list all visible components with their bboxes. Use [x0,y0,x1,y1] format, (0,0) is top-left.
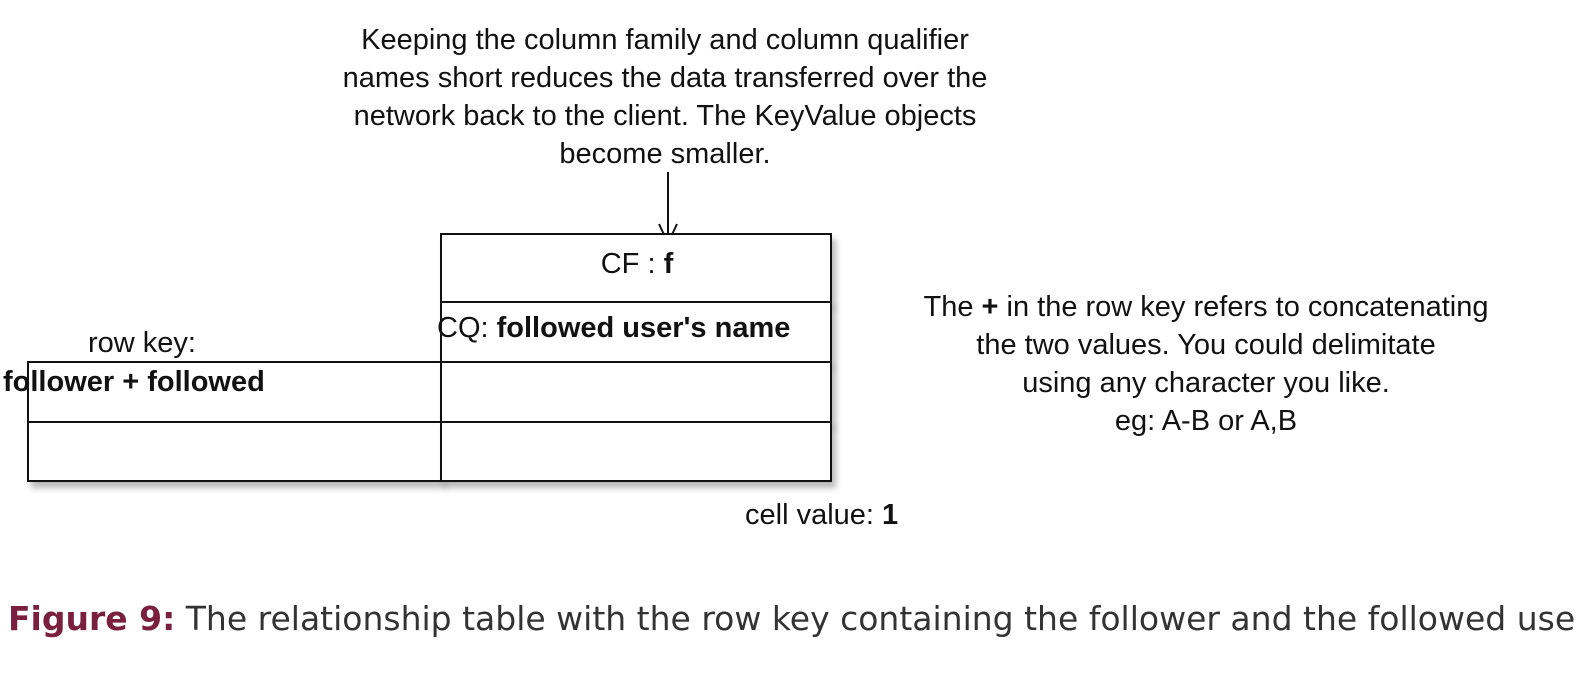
note-text: in the row key refers to concatenating [998,291,1489,323]
column-qualifier-prefix: CQ: [437,312,497,344]
note-line: The + in the row key refers to concatena… [878,288,1534,326]
cell-value-prefix: cell value: [745,499,883,531]
rowkey-caption: row key: [88,327,196,359]
rowkey-concatenation-note: The + in the row key refers to concatena… [878,288,1534,440]
rowkey-value: follower + followed [3,366,265,398]
note-line: become smaller. [559,138,771,170]
column-family-prefix: CF : [600,248,664,280]
column-naming-note: Keeping the column family and column qua… [300,21,1030,173]
column-qualifier-cell [440,301,832,363]
note-line: network back to the client. The KeyValue… [353,100,977,132]
note-line: eg: A-B or A,B [1114,405,1298,437]
note-line: the two values. You could delimitate [976,329,1436,361]
rowkey-cell [27,421,442,482]
column-qualifier-name: followed user's name [496,312,791,344]
column-family-cell [440,233,832,303]
value-cell [440,421,832,482]
figure-caption: Figure 9: The relationship table with th… [8,599,1576,638]
value-cell [440,361,832,423]
cell-value-label: cell value: 1 [745,499,898,532]
column-family-label: CF : f [442,248,832,281]
column-family-name: f [663,248,674,280]
note-line: using any character you like. [1022,367,1390,399]
note-line: Keeping the column family and column qua… [361,24,969,56]
figure-caption-label: Figure 9: [8,599,176,638]
note-line: names short reduces the data transferred… [342,62,988,94]
note-text: The [923,291,982,323]
cell-value: 1 [882,499,899,531]
column-qualifier-label: CQ: followed user's name [437,312,790,345]
plus-sign: + [981,291,999,323]
figure-caption-text: The relationship table with the row key … [175,599,1576,638]
rowkey-cell [27,361,442,423]
